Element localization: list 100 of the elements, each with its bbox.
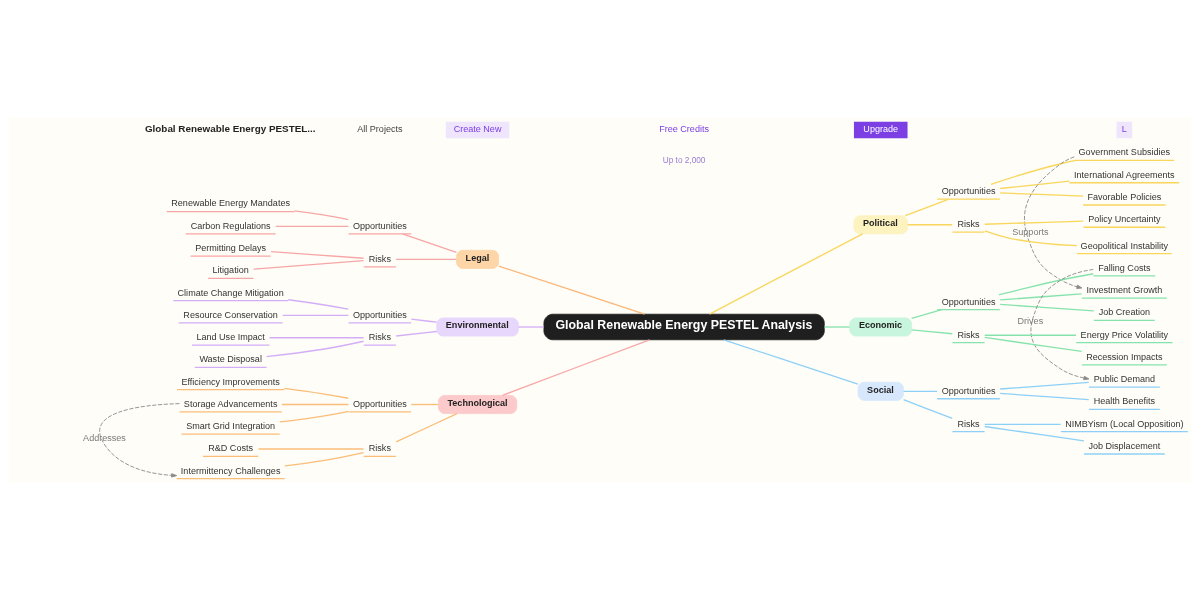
connector (999, 180, 1070, 190)
connector (999, 392, 1090, 401)
connector (999, 381, 1090, 390)
connector (270, 250, 365, 259)
node-text: Intermittency Challenges (180, 465, 281, 476)
node-text: Renewable Energy Mandates (171, 198, 290, 209)
node-text: Storage Advancements (183, 398, 278, 409)
connector (283, 387, 349, 399)
node-text: Energy Price Volatility (1080, 329, 1169, 340)
connector (287, 299, 349, 310)
node-text: Job Creation (1098, 307, 1151, 318)
node-text: Investment Growth (1086, 285, 1163, 296)
connector (410, 318, 438, 323)
node-box: Social (857, 381, 904, 401)
connector (265, 340, 365, 358)
node-text: Smart Grid Integration (186, 421, 276, 432)
connector (999, 303, 1095, 312)
node-text: Resource Conservation (183, 309, 278, 320)
node-text: Falling Costs (1098, 262, 1151, 273)
edge-label: Drives (1017, 316, 1044, 327)
connector (984, 230, 1078, 247)
connector (252, 259, 365, 270)
node-text: Risks (368, 443, 391, 454)
connector (907, 224, 953, 226)
connector (268, 337, 365, 339)
label: Global Renewable Energy PESTEL... (144, 122, 316, 134)
node-text: Opportunities (352, 309, 407, 320)
connector (498, 265, 646, 315)
label: Up to 2,000 (662, 155, 706, 165)
connector (257, 448, 365, 450)
node-box: Economic (849, 317, 913, 337)
node-text: Risks (957, 418, 980, 429)
node-text: NIMBYism (Local Opposition) (1065, 418, 1184, 429)
connector (984, 336, 1083, 353)
node-box: Technological (438, 395, 518, 414)
connector (984, 425, 1085, 442)
connector (904, 198, 949, 217)
arrow (99, 403, 180, 478)
connector (502, 339, 651, 396)
label: Create New (453, 124, 502, 135)
connector (517, 326, 545, 328)
label: Free Credits (659, 124, 709, 135)
label: L (1121, 124, 1127, 135)
connector (911, 309, 943, 319)
label: Upgrade (863, 124, 899, 135)
connector (999, 293, 1083, 301)
node-box: Political (853, 215, 908, 235)
connector (723, 339, 859, 385)
node-text: Favorable Policies (1087, 191, 1162, 202)
node-text: Carbon Regulations (190, 220, 271, 231)
node-box: Legal (456, 249, 499, 269)
node-box: Global Renewable Energy PESTEL Analysis (543, 313, 825, 341)
node-text: Risks (368, 253, 391, 264)
node-text: Litigation (212, 265, 249, 276)
node-text: Job Displacement (1088, 440, 1161, 451)
node-text: Risks (957, 329, 980, 340)
connector (911, 329, 953, 335)
node-text: Land Use Impact (196, 332, 265, 343)
connector (984, 423, 1062, 425)
arrow (1030, 269, 1094, 381)
node-text: Risks (368, 332, 391, 343)
connector (998, 273, 1094, 296)
connector (823, 326, 851, 328)
node-text: International Agreements (1074, 169, 1175, 180)
node-text: Health Benefits (1093, 396, 1156, 407)
connector (279, 410, 349, 423)
node-text: Public Demand (1093, 374, 1156, 385)
node-text: Government Subsidies (1078, 147, 1171, 158)
connector (275, 225, 350, 228)
connector (395, 330, 438, 337)
connector (984, 334, 1077, 336)
connector (284, 451, 365, 467)
connector (282, 314, 350, 317)
connector (708, 233, 864, 315)
arrow (1024, 156, 1083, 289)
connector (395, 258, 457, 261)
node-text: Opportunities (352, 398, 407, 409)
connector (990, 159, 1077, 185)
node-text: Opportunities (941, 385, 996, 396)
node-text: Climate Change Mitigation (177, 287, 284, 298)
edge-label: Supports (1012, 227, 1049, 238)
node-text: Policy Uncertainty (1088, 214, 1161, 225)
connector (395, 412, 458, 443)
node-text: Geopolitical Instability (1080, 240, 1169, 251)
edge-label: Addresses (83, 432, 126, 443)
connector (293, 210, 349, 221)
connector (902, 399, 953, 420)
connector (401, 233, 457, 254)
connector (410, 403, 439, 406)
node-text: R&D Costs (208, 443, 254, 454)
node-text: Permitting Delays (195, 242, 267, 253)
connector (281, 403, 350, 406)
connector (902, 390, 938, 392)
connector (984, 220, 1084, 225)
node-text: Opportunities (352, 220, 407, 231)
node-text: Efficiency Improvements (181, 376, 280, 387)
label: All Projects (357, 124, 403, 135)
node-box: Environmental (436, 317, 519, 337)
node-text: Opportunities (941, 186, 996, 197)
connector (999, 192, 1084, 197)
